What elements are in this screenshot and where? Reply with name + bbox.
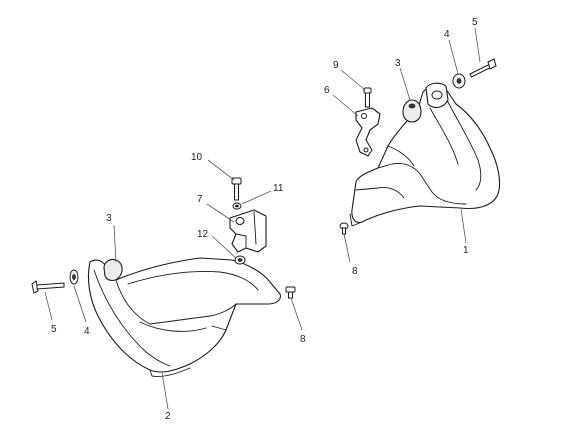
leader-lines (44, 27, 481, 410)
left-washer[interactable] (69, 269, 79, 285)
callout-8-left: 8 (300, 334, 306, 345)
callout-5-left: 5 (51, 324, 57, 335)
callout-10: 10 (191, 152, 203, 163)
callout-4-left: 4 (84, 326, 90, 337)
callout-1: 1 (463, 245, 469, 256)
callout-11: 11 (273, 183, 284, 194)
callout-8-right: 8 (352, 266, 358, 277)
callout-9: 9 (333, 60, 339, 71)
callout-4-right: 4 (444, 29, 450, 40)
left-hand-guard[interactable] (87, 257, 281, 377)
left-long-bolt[interactable] (31, 280, 65, 294)
right-washer[interactable] (452, 73, 466, 89)
right-bracket-bolt[interactable] (363, 87, 372, 108)
right-hand-guard[interactable] (349, 82, 501, 227)
callout-3-right: 3 (395, 58, 401, 69)
right-rubber-grommet[interactable] (402, 99, 422, 123)
callout-6: 6 (324, 85, 330, 96)
callout-7: 7 (197, 194, 203, 205)
left-small-screw[interactable] (285, 286, 296, 299)
right-handguard-assembly (339, 58, 501, 235)
right-small-screw[interactable] (339, 222, 349, 235)
left-rubber-grommet[interactable] (103, 258, 123, 282)
callout-2: 2 (165, 411, 171, 422)
right-long-bolt[interactable] (469, 58, 497, 78)
left-bracket-washer[interactable] (232, 202, 242, 210)
callout-5-right: 5 (472, 17, 478, 28)
callout-3-left: 3 (106, 213, 112, 224)
callout-12: 12 (197, 229, 209, 240)
right-mounting-bracket[interactable] (355, 107, 381, 157)
left-mounting-bracket[interactable] (229, 209, 267, 253)
left-bracket-nut[interactable] (234, 255, 246, 265)
left-handguard-assembly (31, 177, 296, 377)
left-bracket-bolt[interactable] (231, 177, 242, 201)
callout-labels: 1 2 3 3 4 4 5 5 6 7 8 8 9 10 11 12 (51, 17, 478, 422)
